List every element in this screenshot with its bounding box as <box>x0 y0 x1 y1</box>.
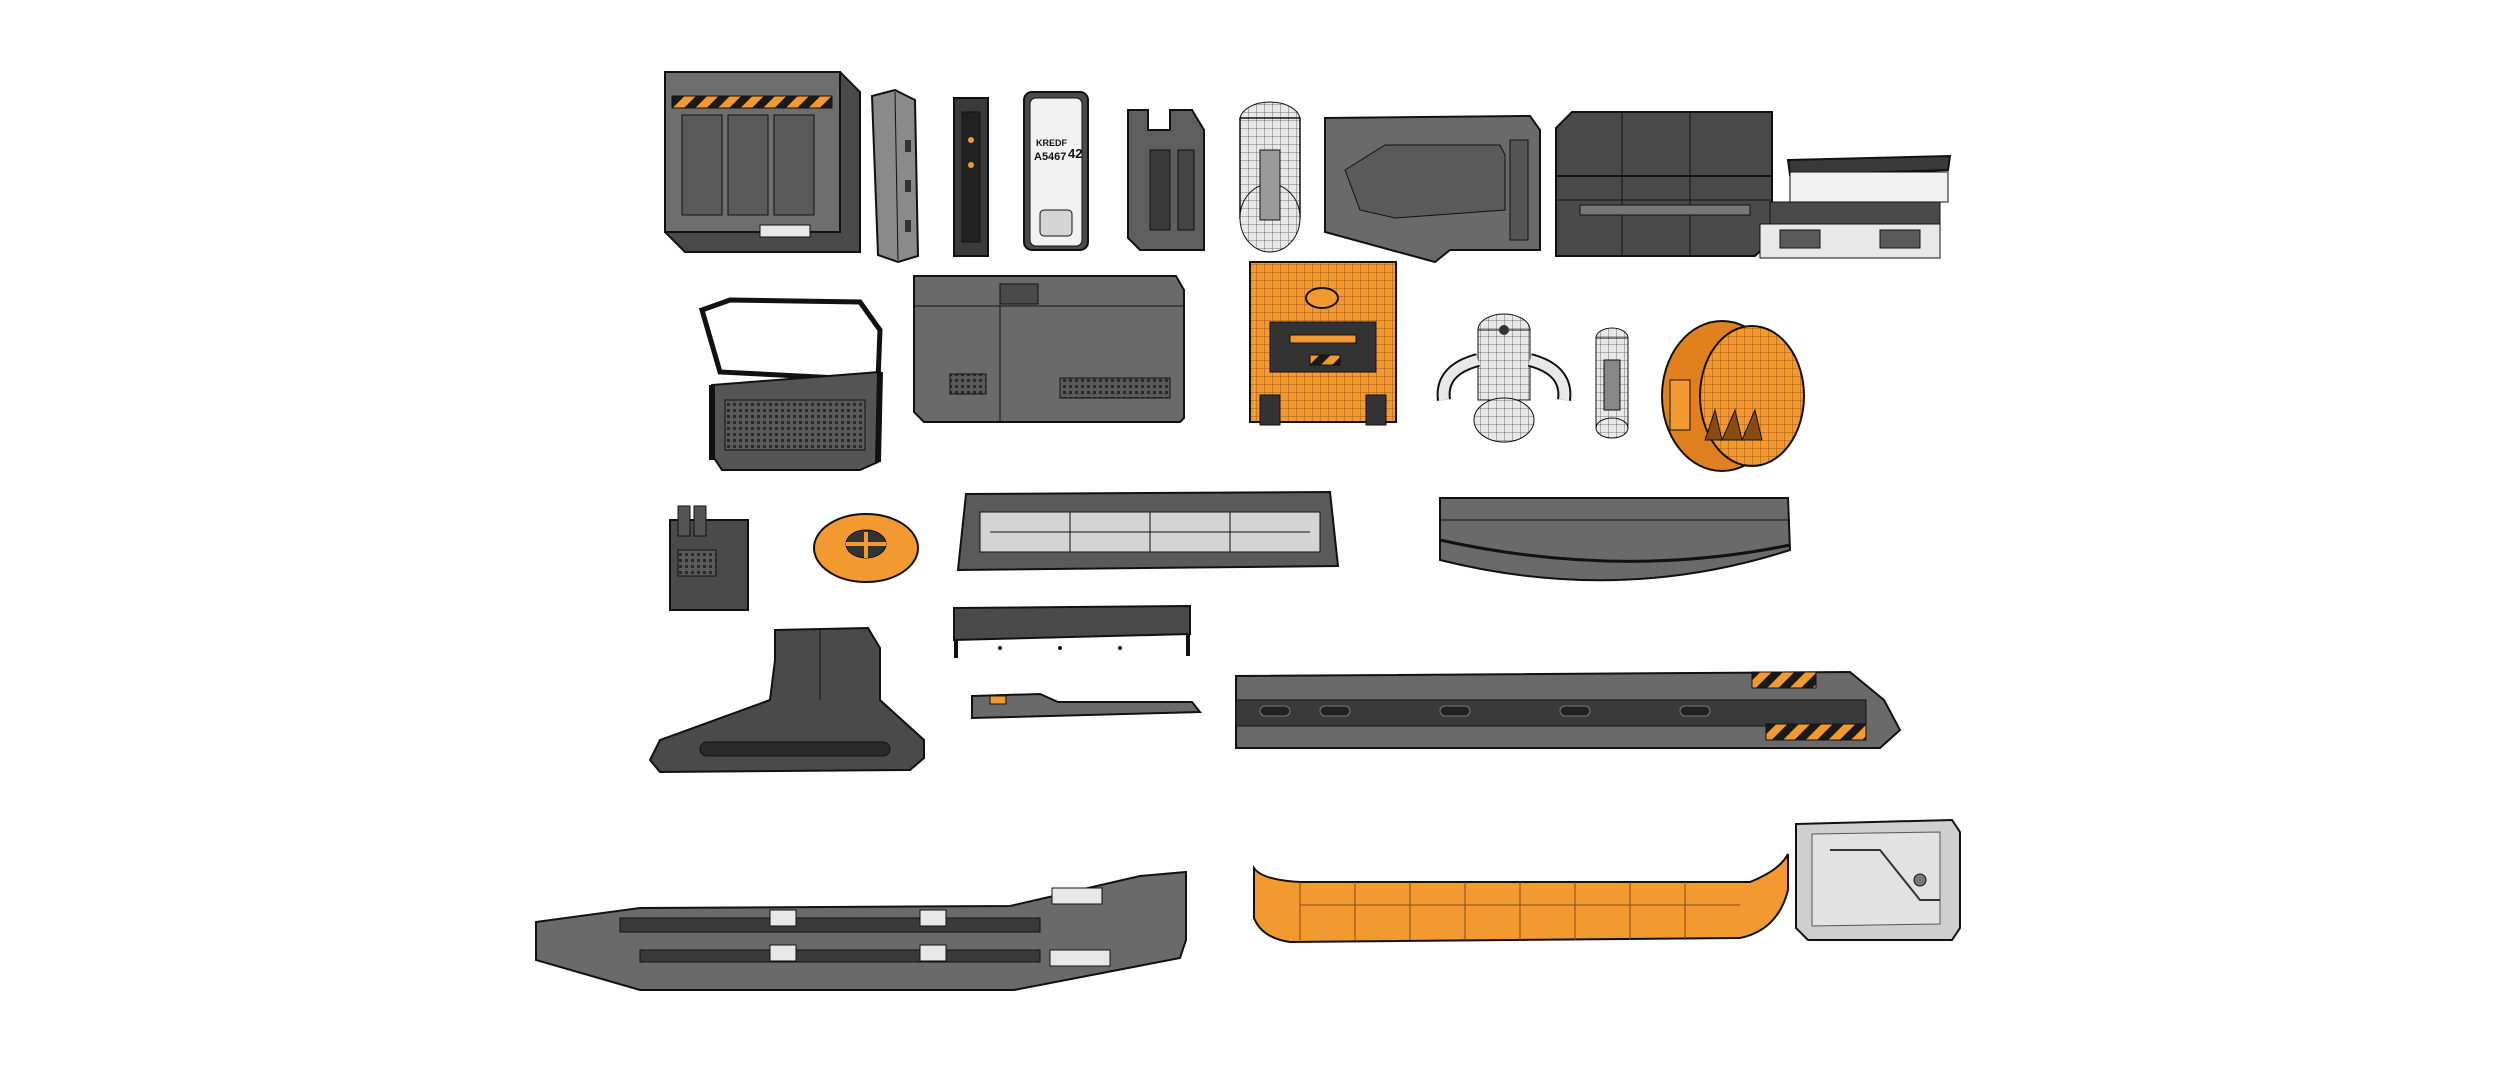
bench-part <box>953 604 1191 658</box>
dark-wall-block-part <box>1555 111 1773 257</box>
triangle-handle-part <box>648 626 925 774</box>
panel-number-text: 42 <box>1068 146 1082 161</box>
small-canister-part <box>1595 327 1629 439</box>
angled-wall-panel-part <box>1324 114 1541 264</box>
large-cabinet-part <box>913 275 1185 423</box>
console-desk-part <box>1759 154 1952 259</box>
orange-disc-part <box>813 513 919 583</box>
capsule-part <box>1239 101 1301 253</box>
floor-plate-part <box>1795 818 1961 941</box>
pillar-part <box>870 88 920 264</box>
panel-brand-text: KREDF <box>1036 138 1068 148</box>
panel-code-text: A5467 <box>1034 151 1066 163</box>
bracket-column-part <box>1127 109 1205 251</box>
long-hazard-rail-part <box>1235 670 1902 749</box>
slim-column-part <box>953 97 989 257</box>
robot-body-part <box>1436 313 1572 443</box>
labelled-panel-part: KREDF A5467 42 <box>1023 91 1089 251</box>
wall-cabinet-part <box>664 71 861 253</box>
orange-drum-part <box>1661 320 1805 472</box>
orange-cabinet-part <box>1249 261 1397 426</box>
long-rail-assembly-part <box>535 870 1187 991</box>
small-box-part <box>669 505 749 611</box>
curved-segment-part <box>1439 497 1792 582</box>
long-rail-plate-part <box>956 490 1340 572</box>
cart-frame-part <box>698 297 883 471</box>
orange-ramp-part <box>1253 853 1789 944</box>
thin-bar-part <box>971 692 1203 720</box>
